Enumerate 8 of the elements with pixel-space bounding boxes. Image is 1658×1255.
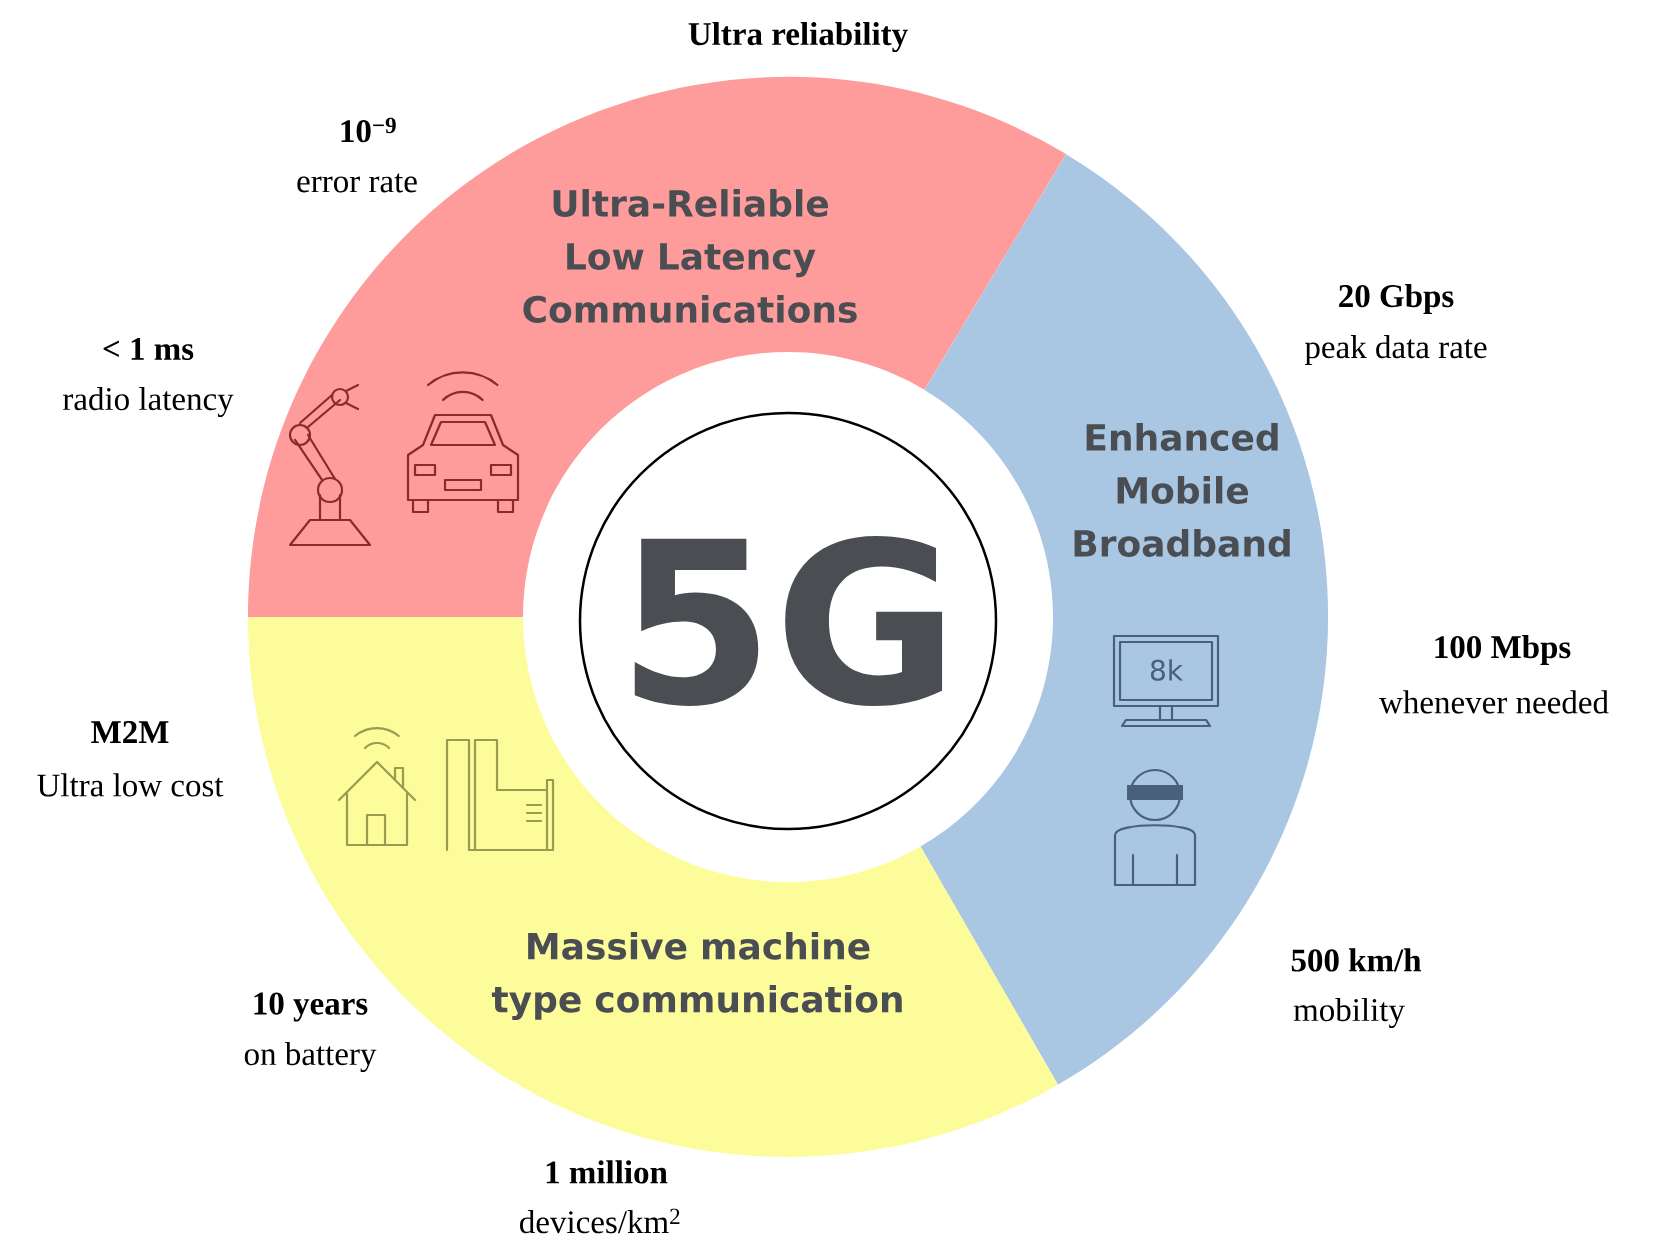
metric-caption: error rate <box>297 173 417 193</box>
metric-value: M2M <box>91 721 169 743</box>
metric-value: 10 years <box>254 992 368 1022</box>
metric-value: 100 Mbps <box>1435 635 1571 665</box>
metric-caption: whenever needed <box>1379 690 1609 714</box>
metric-caption: devices/km$^{2}$ <box>520 1208 680 1234</box>
metric-value: < 1 ms <box>103 337 194 361</box>
metric-value: 10$^{−9}$ <box>341 117 396 143</box>
